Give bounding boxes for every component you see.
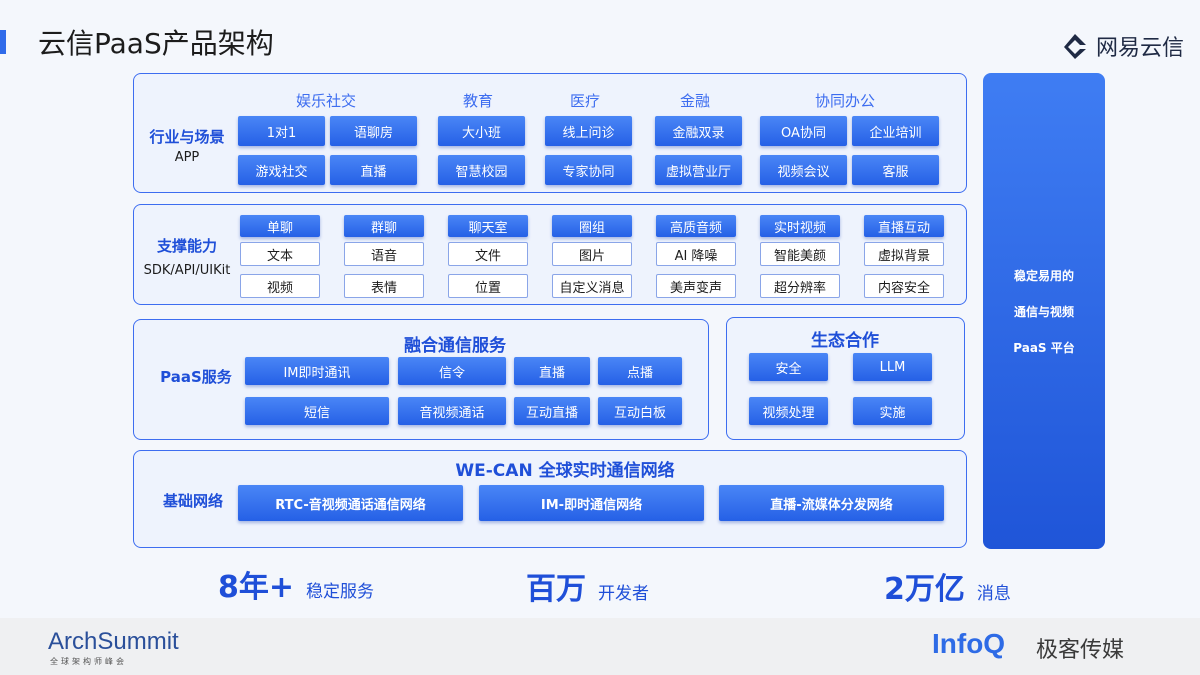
sdk-item-beauty[interactable]: 智能美颜 bbox=[760, 242, 840, 266]
app-btn-dual-record[interactable]: 金融双录 bbox=[655, 116, 742, 146]
sdk-item-voice-change[interactable]: 美声变声 bbox=[656, 274, 736, 298]
paas-btn-live[interactable]: 直播 bbox=[514, 357, 590, 385]
base-btn-cdn[interactable]: 直播-流媒体分发网络 bbox=[719, 485, 944, 521]
sdk-item-super-res[interactable]: 超分辨率 bbox=[760, 274, 840, 298]
paas-btn-signaling[interactable]: 信令 bbox=[398, 357, 506, 385]
sdk-item-text[interactable]: 文本 bbox=[240, 242, 320, 266]
paas-btn-sms[interactable]: 短信 bbox=[245, 397, 389, 425]
base-btn-im-network[interactable]: IM-即时通信网络 bbox=[479, 485, 704, 521]
category-finance: 金融 bbox=[679, 92, 710, 110]
geek-media-logo: 极客传媒 bbox=[1036, 638, 1125, 663]
paas-btn-whiteboard[interactable]: 互动白板 bbox=[598, 397, 682, 425]
sdk-head-chatroom[interactable]: 聊天室 bbox=[448, 215, 528, 237]
eco-btn-video-processing[interactable]: 视频处理 bbox=[749, 397, 828, 425]
sdk-item-content-safety[interactable]: 内容安全 bbox=[864, 274, 944, 298]
sdk-head-hq-audio[interactable]: 高质音频 bbox=[656, 215, 736, 237]
sdk-item-file[interactable]: 文件 bbox=[448, 242, 528, 266]
stat-developers-value: 百万 bbox=[526, 572, 586, 607]
app-btn-oa[interactable]: OA协同 bbox=[760, 116, 847, 146]
stat-years-value: 8年+ bbox=[218, 570, 295, 605]
app-btn-training[interactable]: 企业培训 bbox=[852, 116, 939, 146]
netease-yunxin-logo-icon bbox=[1064, 34, 1086, 59]
stat-developers-label: 开发者 bbox=[598, 584, 649, 604]
sdk-row-sub: SDK/API/UIKit bbox=[143, 263, 231, 278]
eco-btn-llm[interactable]: LLM bbox=[853, 353, 932, 381]
archsummit-subtitle: 全球架构师峰会 bbox=[50, 657, 127, 666]
base-btn-rtc[interactable]: RTC-音视频通话通信网络 bbox=[238, 485, 463, 521]
stat-developers: 百万 开发者 bbox=[526, 564, 649, 608]
stat-years: 8年+ 稳定服务 bbox=[218, 562, 374, 606]
brand-name: 网易云信 bbox=[1096, 36, 1185, 61]
paas-btn-av-call[interactable]: 音视频通话 bbox=[398, 397, 506, 425]
stat-years-label: 稳定服务 bbox=[306, 582, 375, 602]
sdk-head-single-chat[interactable]: 单聊 bbox=[240, 215, 320, 237]
sdk-item-image[interactable]: 图片 bbox=[552, 242, 632, 266]
app-btn-class[interactable]: 大小班 bbox=[438, 116, 525, 146]
category-office: 协同办公 bbox=[814, 92, 875, 110]
app-btn-live[interactable]: 直播 bbox=[330, 155, 417, 185]
app-btn-smart-campus[interactable]: 智慧校园 bbox=[438, 155, 525, 185]
category-education: 教育 bbox=[462, 92, 493, 110]
archsummit-logo: ArchSummit bbox=[48, 628, 179, 655]
brand-logo: 网易云信 bbox=[1060, 30, 1184, 62]
app-row-label: 行业与场景 bbox=[149, 128, 225, 146]
app-row-sub: APP bbox=[174, 150, 200, 165]
category-medical: 医疗 bbox=[569, 92, 600, 110]
paas-btn-interactive-live[interactable]: 互动直播 bbox=[514, 397, 590, 425]
sdk-item-location[interactable]: 位置 bbox=[448, 274, 528, 298]
app-btn-video-meeting[interactable]: 视频会议 bbox=[760, 155, 847, 185]
base-row-label: 基础网络 bbox=[162, 492, 223, 510]
footer-bar bbox=[0, 618, 1200, 675]
sdk-head-group-chat[interactable]: 群聊 bbox=[344, 215, 424, 237]
app-btn-voice-room[interactable]: 语聊房 bbox=[330, 116, 417, 146]
sdk-row-label: 支撑能力 bbox=[156, 237, 217, 255]
title-accent-bar bbox=[0, 30, 6, 54]
sdk-item-ai-denoise[interactable]: AI 降噪 bbox=[656, 242, 736, 266]
eco-title: 生态合作 bbox=[811, 331, 879, 351]
sdk-head-circle[interactable]: 圈组 bbox=[552, 215, 632, 237]
app-btn-game-social[interactable]: 游戏社交 bbox=[238, 155, 325, 185]
paas-section-title: 融合通信服务 bbox=[404, 336, 506, 356]
sidebar-line-1: 稳定易用的 bbox=[1013, 269, 1074, 283]
app-btn-customer-service[interactable]: 客服 bbox=[852, 155, 939, 185]
sdk-item-voice[interactable]: 语音 bbox=[344, 242, 424, 266]
paas-btn-vod[interactable]: 点播 bbox=[598, 357, 682, 385]
sdk-item-virtual-bg[interactable]: 虚拟背景 bbox=[864, 242, 944, 266]
category-entertainment: 娱乐社交 bbox=[295, 92, 356, 110]
sdk-item-custom-msg[interactable]: 自定义消息 bbox=[552, 274, 632, 298]
stat-messages-value: 2万亿 bbox=[884, 572, 965, 607]
base-section-title: WE-CAN 全球实时通信网络 bbox=[455, 461, 675, 481]
sidebar-line-2: 通信与视频 bbox=[1013, 305, 1074, 319]
infoq-logo: InfoQ bbox=[932, 628, 1006, 659]
sdk-item-video[interactable]: 视频 bbox=[240, 274, 320, 298]
app-btn-online-consult[interactable]: 线上问诊 bbox=[545, 116, 632, 146]
app-btn-virtual-hall[interactable]: 虚拟营业厅 bbox=[655, 155, 742, 185]
eco-btn-security[interactable]: 安全 bbox=[749, 353, 828, 381]
sidebar-line-3: PaaS 平台 bbox=[1013, 341, 1075, 355]
app-btn-1v1[interactable]: 1对1 bbox=[238, 116, 325, 146]
stat-messages-label: 消息 bbox=[976, 584, 1011, 604]
paas-row-label: PaaS服务 bbox=[160, 368, 232, 386]
page-title: 云信PaaS产品架构 bbox=[38, 27, 274, 60]
stat-messages: 2万亿 消息 bbox=[884, 564, 1011, 608]
paas-btn-im[interactable]: IM即时通讯 bbox=[245, 357, 389, 385]
platform-sidebar: 稳定易用的 通信与视频 PaaS 平台 bbox=[983, 73, 1105, 549]
eco-btn-implementation[interactable]: 实施 bbox=[853, 397, 932, 425]
sdk-item-emoji[interactable]: 表情 bbox=[344, 274, 424, 298]
sdk-head-live-interact[interactable]: 直播互动 bbox=[864, 215, 944, 237]
sdk-head-rt-video[interactable]: 实时视频 bbox=[760, 215, 840, 237]
app-btn-expert[interactable]: 专家协同 bbox=[545, 155, 632, 185]
